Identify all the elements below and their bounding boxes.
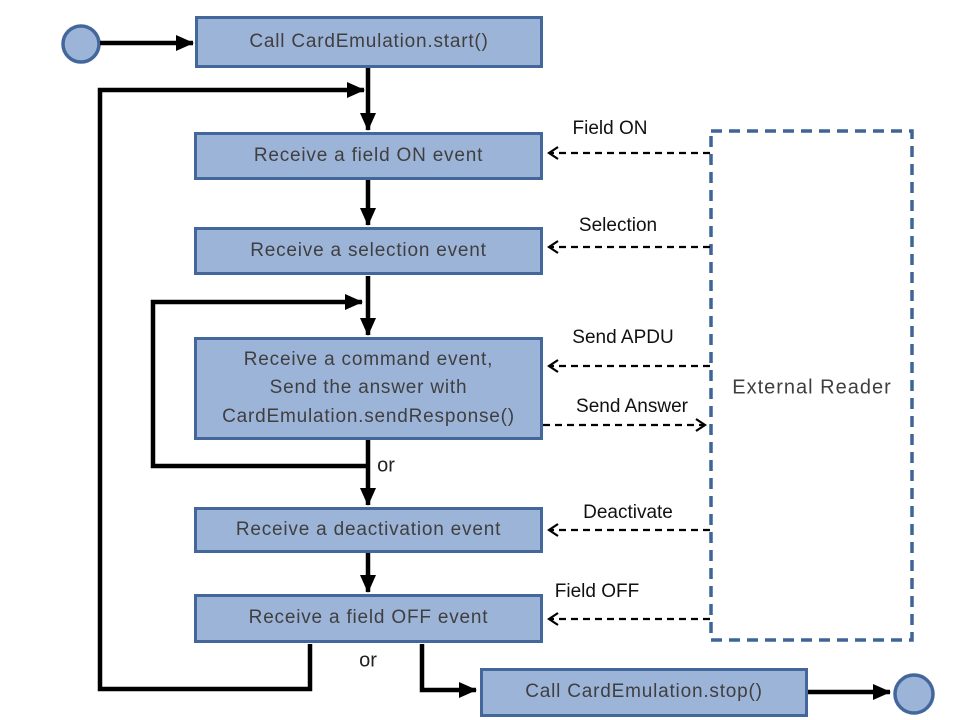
node-receive-command: Receive a command event, Send the answer… [194, 337, 543, 440]
node-label: Receive a selection event [250, 239, 487, 261]
label-field-on: Field ON [572, 118, 648, 139]
node-call-cardemulation-stop: Call CardEmulation.stop() [480, 668, 808, 717]
label-or-field-off-branch: or [359, 649, 377, 672]
flow-loop-command-repeat [150, 294, 366, 469]
node-label: Call CardEmulation.start() [249, 30, 489, 52]
node-receive-field-off: Receive a field OFF event [194, 594, 543, 643]
node-label: Receive a field OFF event [248, 607, 489, 629]
label-send-apdu: Send APDU [572, 327, 674, 348]
label-field-off: Field OFF [554, 581, 640, 602]
node-label-line3: CardEmulation.sendResponse() [222, 405, 515, 427]
label-or-command-branch: or [377, 454, 395, 477]
external-reader-label: External Reader [732, 376, 892, 399]
node-label: Receive a field ON event [253, 144, 484, 166]
label-selection: Selection [578, 215, 658, 236]
node-label: Call CardEmulation.stop() [525, 681, 763, 703]
flow-loop-field-off-to-field-on [97, 82, 365, 692]
end-circle [893, 673, 935, 715]
label-send-answer: Send Answer [576, 396, 688, 417]
node-receive-selection: Receive a selection event [194, 227, 543, 275]
node-receive-field-on: Receive a field ON event [194, 132, 543, 180]
flow-field-off-to-call-stop [419, 644, 477, 698]
node-label-line2: Send the answer with [269, 377, 468, 399]
start-circle [61, 24, 101, 64]
label-deactivate: Deactivate [583, 502, 673, 523]
node-receive-deactivation: Receive a deactivation event [194, 507, 543, 553]
node-label-line1: Receive a command event, [243, 348, 494, 370]
external-reader-box [709, 129, 914, 642]
node-call-cardemulation-start: Call CardEmulation.start() [195, 16, 543, 68]
node-label: Receive a deactivation event [235, 518, 502, 540]
